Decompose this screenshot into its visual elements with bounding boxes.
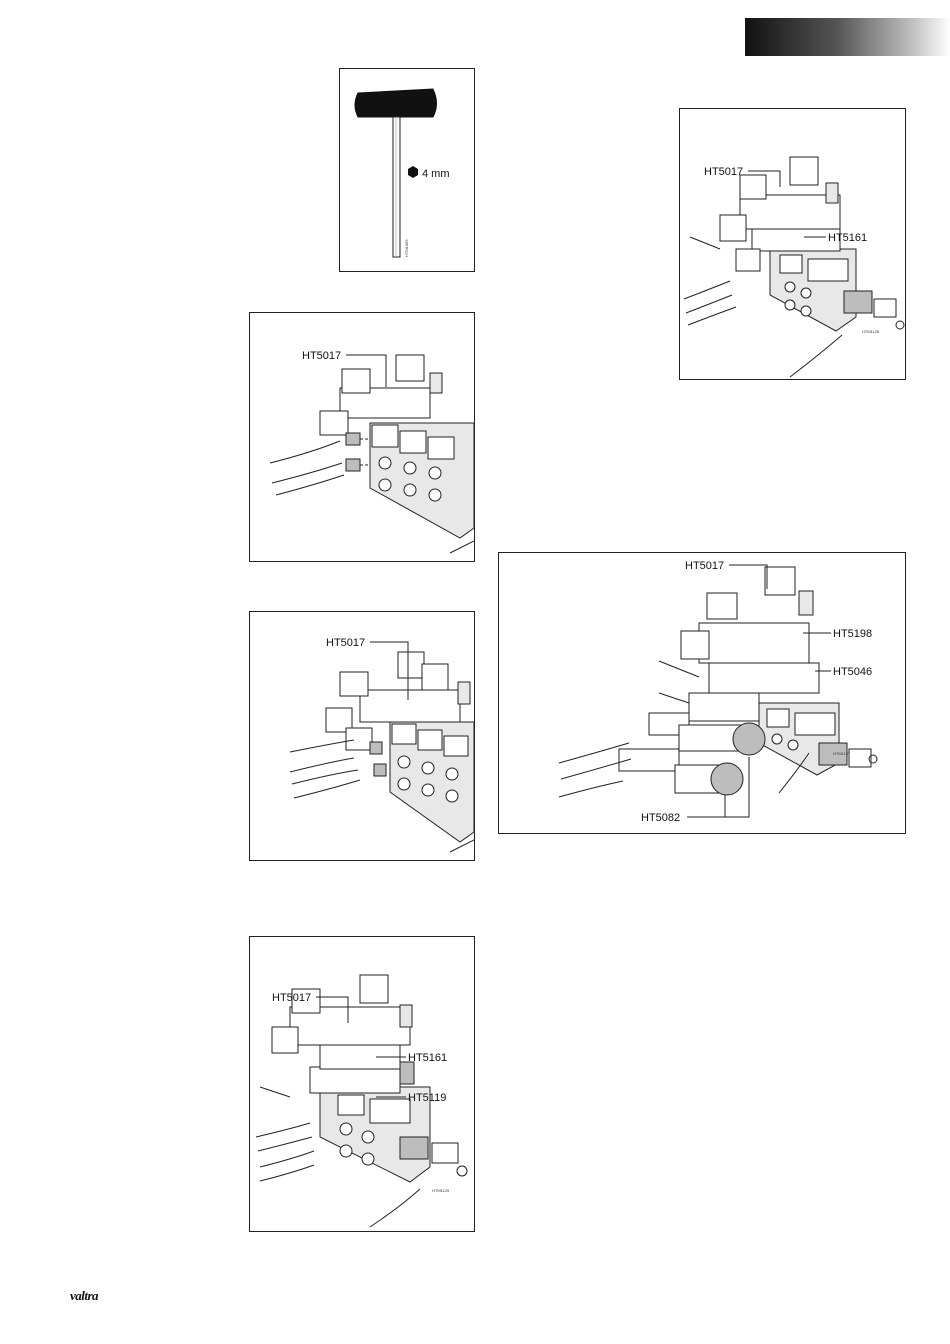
valve-d-code: HTM1126	[862, 329, 880, 334]
hex-key-illustration: 4 mm HTM1065	[340, 69, 474, 271]
valve-d-callout-2: HT5161	[828, 232, 867, 244]
valve-b-illustration: HT5017	[250, 612, 474, 860]
figure-valve-d: HT5017 HT5161 HTM1126	[679, 108, 906, 380]
valve-c-callout-3: HT5119	[408, 1092, 446, 1104]
valve-b-callout-1: HT5017	[326, 637, 365, 649]
hex-key-size-label: 4 mm	[422, 168, 450, 180]
hex-key-code: HTM1065	[404, 239, 409, 257]
valve-c-code: HTM1129	[432, 1188, 450, 1193]
valve-e-code: HTM1127	[833, 751, 851, 756]
figure-hex-key: 4 mm HTM1065	[339, 68, 475, 272]
valve-d-illustration: HT5017 HT5161 HTM1126	[680, 109, 905, 379]
brand-logo: valtra	[70, 1288, 98, 1304]
page-header-bar	[745, 18, 950, 56]
figure-valve-b: HT5017	[249, 611, 475, 861]
valve-e-callout-1: HT5017	[685, 560, 724, 572]
valve-e-callout-4: HT5082	[641, 812, 680, 824]
valve-a-illustration: HT5017	[250, 313, 474, 561]
figure-valve-c: HT5017 HT5161 HT5119 HTM1129	[249, 936, 475, 1232]
valve-c-callout-2: HT5161	[408, 1052, 447, 1064]
valve-e-callout-2: HT5198	[833, 628, 872, 640]
valve-d-callout-1: HT5017	[704, 166, 743, 178]
valve-e-callout-3: HT5046	[833, 666, 872, 678]
valve-a-callout-1: HT5017	[302, 350, 341, 362]
valve-c-illustration: HT5017 HT5161 HT5119 HTM1129	[250, 937, 474, 1231]
figure-valve-a: HT5017	[249, 312, 475, 562]
valve-c-callout-1: HT5017	[272, 992, 311, 1004]
figure-valve-e: HT5017 HT5198 HT5046 HT5082 HTM1127	[498, 552, 906, 834]
valve-e-illustration: HT5017 HT5198 HT5046 HT5082 HTM1127	[499, 553, 905, 833]
